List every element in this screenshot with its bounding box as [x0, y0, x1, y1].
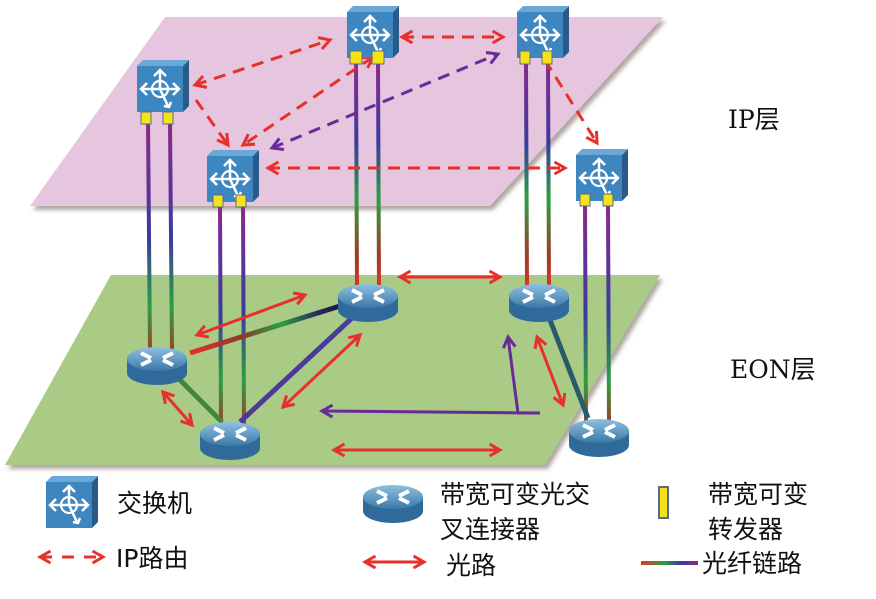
- transponder: [212, 194, 224, 208]
- legend-fiber: 光纤链路: [641, 549, 802, 578]
- legend-bvt: 带宽可变 转发器: [658, 480, 808, 544]
- legend-bv-oxc: 带宽可变光交 叉连接器: [361, 480, 590, 544]
- bv-oxc-5[interactable]: [567, 417, 631, 459]
- legend-lightpath-label: 光路: [446, 551, 496, 580]
- switch-3[interactable]: [345, 4, 401, 65]
- ip-layer-label: IP层: [728, 105, 780, 134]
- legend-switch-label: 交换机: [117, 489, 192, 518]
- router-icon: [361, 483, 425, 525]
- legend-ip-route-label: IP路由: [116, 544, 188, 573]
- transponder: [349, 50, 363, 65]
- purple-lightpath-tail: [318, 403, 541, 419]
- router-icon: [336, 282, 400, 324]
- transponder: [602, 193, 614, 207]
- lightpaths: [161, 269, 567, 458]
- bv-oxc-4[interactable]: [198, 420, 262, 462]
- legend-switch: 交换机: [44, 474, 192, 530]
- legend-lightpath: 光路: [361, 551, 496, 580]
- legend-bvt-label-line1: 带宽可变: [708, 480, 808, 509]
- transponder: [235, 194, 247, 208]
- legend: 交换机 IP路由 带宽可变光交 叉连接器 光路 带宽可变 转发器 光纤链路: [36, 474, 808, 580]
- transponder: [140, 111, 152, 125]
- transponder-icon: [658, 486, 669, 519]
- switch-icon: [515, 4, 571, 60]
- transponder: [371, 50, 385, 65]
- switch-icon: [44, 474, 100, 530]
- switch-4[interactable]: [515, 4, 571, 65]
- switch-5[interactable]: [574, 147, 630, 207]
- bv-oxc-1[interactable]: [336, 282, 400, 324]
- fiber-icon: [641, 561, 698, 565]
- legend-bvt-label-line2: 转发器: [708, 515, 783, 544]
- bv-oxc-3[interactable]: [125, 345, 189, 387]
- router-icon: [507, 282, 571, 324]
- legend-fiber-label: 光纤链路: [702, 549, 802, 578]
- transponder: [541, 50, 553, 65]
- legend-bv-oxc-label-line2: 叉连接器: [440, 515, 540, 544]
- eon-layer-label: EON层: [730, 355, 816, 384]
- switch-icon: [574, 147, 630, 203]
- transponder: [519, 50, 531, 65]
- bv-oxc-2[interactable]: [507, 282, 571, 324]
- legend-bv-oxc-label-line1: 带宽可变光交: [440, 480, 590, 509]
- legend-ip-route: IP路由: [36, 544, 188, 573]
- transponder: [162, 111, 174, 125]
- router-icon: [198, 420, 262, 462]
- router-icon: [567, 417, 631, 459]
- switch-icon: [345, 4, 401, 60]
- switch-2[interactable]: [205, 148, 261, 208]
- switch-1[interactable]: [135, 58, 191, 125]
- transponder: [579, 193, 591, 207]
- switch-icon: [205, 148, 261, 204]
- ip-routes: [192, 29, 599, 176]
- router-icon: [125, 345, 189, 387]
- switch-icon: [135, 58, 191, 114]
